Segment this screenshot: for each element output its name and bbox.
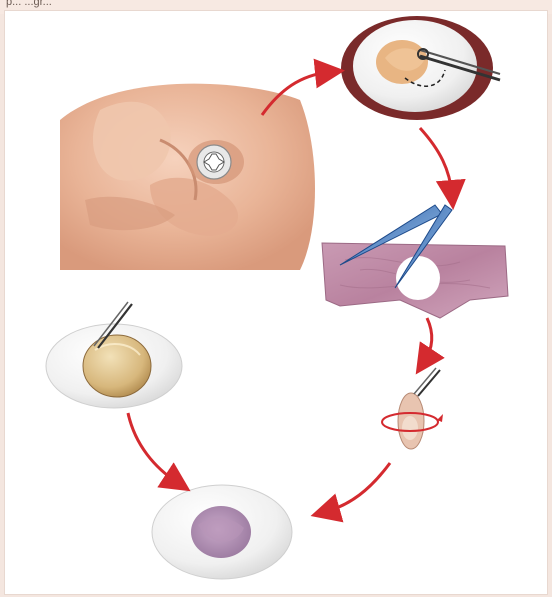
rotation-indicator: [382, 368, 443, 449]
finished-shell-with-graft: [152, 485, 292, 579]
shell-with-lens: [46, 302, 182, 408]
curved-arrow: [128, 413, 178, 483]
face-illustration: [60, 84, 315, 270]
curved-arrow: [325, 463, 390, 512]
curved-arrow: [420, 128, 452, 195]
prosthetic-eye-implant: [197, 145, 231, 179]
scleral-shell-with-hook: [341, 16, 500, 120]
curved-arrow: [424, 318, 432, 362]
